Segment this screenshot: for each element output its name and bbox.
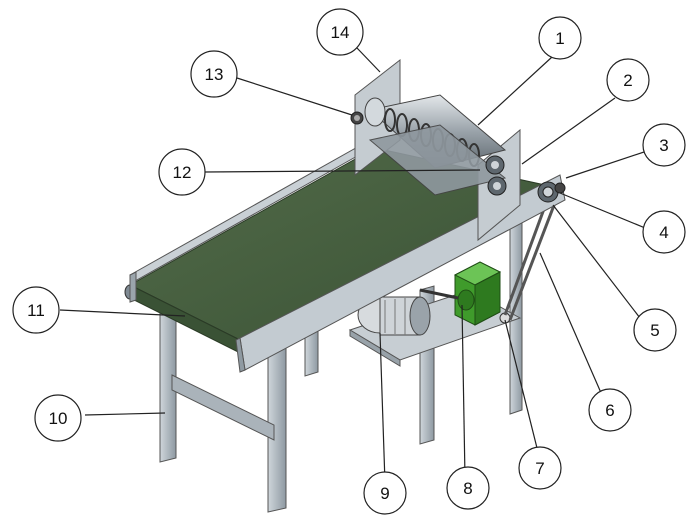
svg-text:1: 1 (555, 29, 564, 48)
callouts: 1 2 3 4 5 6 7 8 (12, 8, 686, 515)
svg-text:14: 14 (331, 23, 350, 42)
callout-14: 14 (316, 8, 364, 56)
svg-text:7: 7 (535, 459, 544, 478)
svg-text:12: 12 (173, 163, 192, 182)
svg-text:5: 5 (650, 321, 659, 340)
callout-3: 3 (642, 123, 686, 167)
svg-text:2: 2 (623, 71, 632, 90)
callout-13: 13 (190, 50, 238, 98)
svg-text:6: 6 (605, 401, 614, 420)
callout-11: 11 (12, 286, 60, 334)
callout-4: 4 (642, 210, 686, 254)
callout-10: 10 (34, 394, 82, 442)
svg-text:4: 4 (659, 223, 668, 242)
cutting-roller (350, 94, 507, 196)
callout-5: 5 (633, 308, 677, 352)
callout-9: 9 (363, 471, 407, 515)
svg-text:13: 13 (205, 65, 224, 84)
drive-pulley (537, 181, 566, 203)
svg-text:10: 10 (49, 409, 68, 428)
svg-text:3: 3 (659, 136, 668, 155)
callout-2: 2 (606, 58, 650, 102)
callout-7: 7 (518, 446, 562, 490)
svg-text:8: 8 (463, 479, 472, 498)
svg-text:11: 11 (27, 301, 45, 320)
callout-6: 6 (588, 388, 632, 432)
callout-12: 12 (158, 148, 206, 196)
callout-8: 8 (446, 466, 490, 510)
leader-lines (59, 47, 651, 484)
svg-text:9: 9 (380, 484, 389, 503)
electric-motor (357, 296, 431, 336)
gear-reducer (419, 261, 511, 326)
callout-1: 1 (538, 16, 582, 60)
drive-belt (503, 197, 558, 321)
